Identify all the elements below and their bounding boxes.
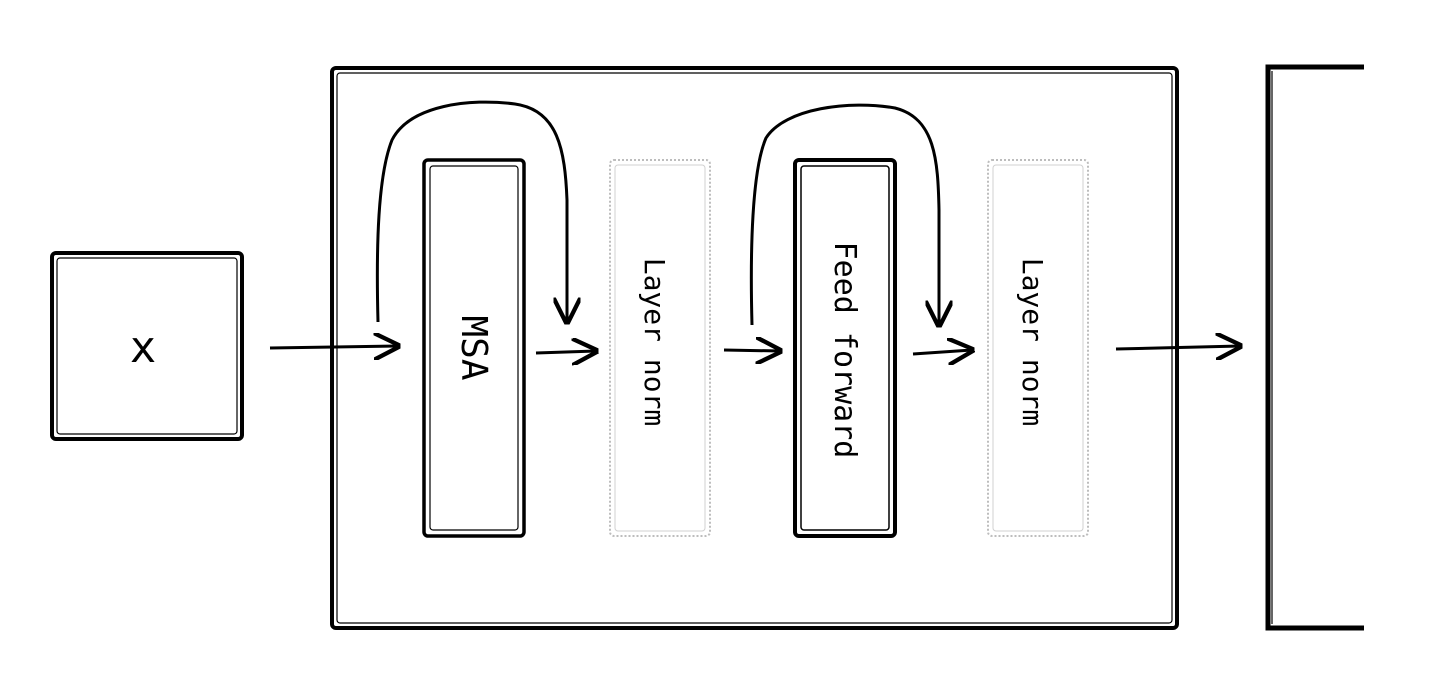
msa-to-layernorm-arrow — [535, 351, 596, 353]
msa-block: MSA — [422, 158, 526, 538]
residual-connection-msa — [375, 100, 567, 322]
feedforward-to-layernorm-arrow — [912, 350, 972, 354]
output-arrow — [1115, 346, 1240, 349]
layernorm-to-feedforward-arrow — [723, 350, 780, 351]
msa-label: MSA — [453, 315, 494, 380]
input-label: x — [130, 322, 157, 373]
next-block-partial — [1265, 64, 1364, 631]
layer-norm-block-1: Layer norm — [609, 159, 711, 537]
layer-norm-label-1: Layer norm — [638, 258, 671, 427]
layer-norm-block-2: Layer norm — [987, 159, 1089, 537]
input-node: x — [50, 251, 244, 441]
layer-norm-label-2: Layer norm — [1016, 258, 1049, 427]
feed-forward-block: Feed forward — [793, 158, 897, 538]
feed-forward-label: Feed forward — [827, 242, 862, 459]
residual-connection-feedforward — [749, 103, 939, 325]
